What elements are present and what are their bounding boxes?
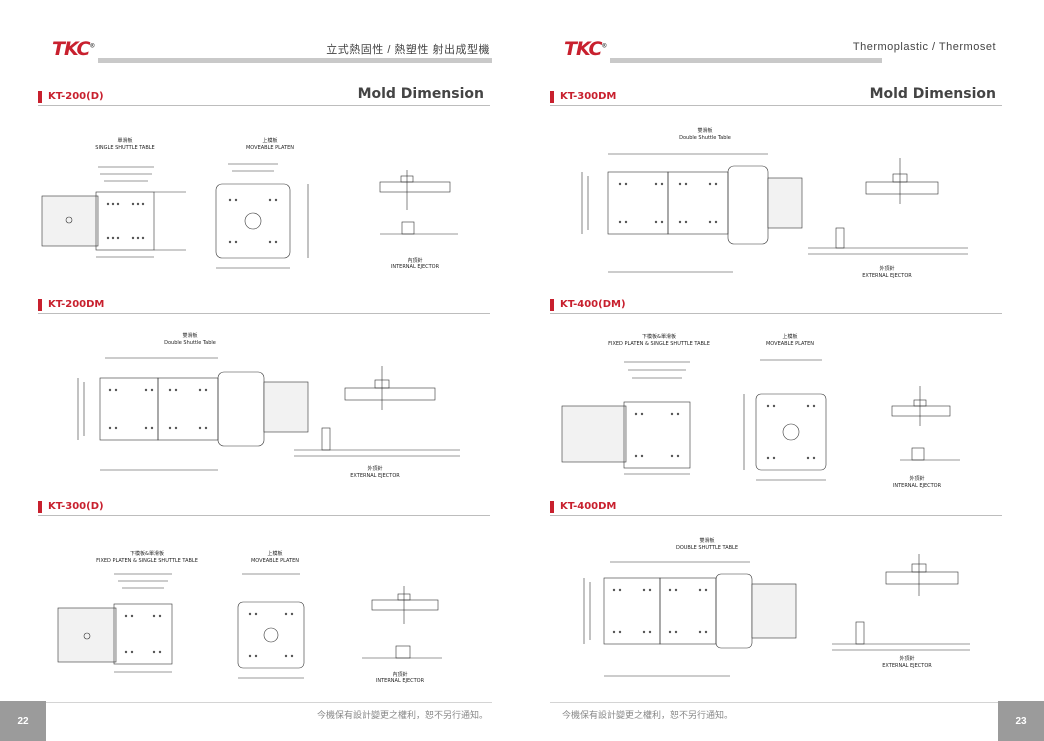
kt-200dm-drawing bbox=[77, 357, 460, 471]
kt-300d-drawing bbox=[57, 573, 442, 679]
page-left: TKC® 立式熱固性 / 熱塑性 射出成型機 KT-200(D) Mold Di… bbox=[0, 38, 492, 741]
caption-en: FIXED PLATEN & SINGLE SHUTTLE TABLE bbox=[96, 558, 198, 564]
caption-zh: 上模板 bbox=[262, 138, 278, 144]
caption-en: EXTERNAL EJECTOR bbox=[350, 473, 400, 479]
caption-zh: 下模板&單滑板 bbox=[130, 551, 164, 557]
section-kt-400dm-b: KT-400DM bbox=[550, 500, 1002, 516]
caption-en: MOVEABLE PLATEN bbox=[765, 341, 815, 347]
caption-en: INTERNAL EJECTOR bbox=[390, 264, 440, 270]
section-title: Mold Dimension bbox=[869, 86, 996, 102]
section-marker bbox=[38, 91, 42, 103]
caption-zh: 內頂針 bbox=[392, 672, 408, 678]
section-label: KT-300DM bbox=[560, 91, 617, 102]
caption-zh: 上模板 bbox=[782, 334, 798, 340]
page-right: TKC® Thermoplastic / Thermoset KT-300DM … bbox=[522, 0, 1044, 741]
section-kt-300d: KT-300(D) bbox=[38, 500, 490, 516]
footer-note: 今機保有設計變更之權利，恕不另行通知。 bbox=[562, 710, 734, 720]
caption-en: DOUBLE SHUTTLE TABLE bbox=[675, 545, 739, 551]
section-header: KT-200(D) Mold Dimension bbox=[38, 86, 490, 106]
caption-en: Double Shuttle Table bbox=[679, 135, 731, 141]
footer-divider bbox=[550, 702, 1000, 703]
section-kt-200dm: KT-200DM bbox=[38, 298, 490, 314]
page-number: 22 bbox=[0, 701, 46, 741]
header-bar bbox=[98, 58, 492, 63]
caption-en: SINGLE SHUTTLE TABLE bbox=[95, 145, 155, 151]
section-header: KT-200DM bbox=[38, 298, 490, 314]
caption-en: FIXED PLATEN & SINGLE SHUTTLE TABLE bbox=[608, 341, 710, 347]
footer-divider bbox=[46, 702, 492, 703]
caption-zh: 內頂針 bbox=[407, 258, 423, 264]
section-marker bbox=[38, 501, 42, 513]
section-label: KT-200DM bbox=[48, 299, 105, 310]
section-title: Mold Dimension bbox=[357, 86, 484, 102]
section-kt-200d: KT-200(D) Mold Dimension bbox=[38, 86, 490, 106]
section-header: KT-400DM bbox=[550, 500, 1002, 516]
tkc-logo: TKC® bbox=[52, 38, 95, 60]
section-label: KT-300(D) bbox=[48, 501, 104, 512]
section-label: KT-200(D) bbox=[48, 91, 104, 102]
caption-zh: 上模板 bbox=[267, 551, 283, 557]
section-header: KT-400(DM) bbox=[550, 298, 1002, 314]
footer-note: 今機保有設計變更之權利，恕不另行通知。 bbox=[316, 710, 488, 720]
kt-200d-drawing bbox=[41, 163, 458, 269]
caption-en: EXTERNAL EJECTOR bbox=[862, 273, 912, 279]
caption-zh: 外頂針 bbox=[909, 476, 925, 482]
caption-en: INTERNAL EJECTOR bbox=[375, 678, 425, 684]
header-bar bbox=[610, 58, 882, 63]
caption-zh: 雙滑板 bbox=[697, 128, 713, 134]
caption-en: INTERNAL EJECTOR bbox=[892, 483, 942, 489]
section-header: KT-300(D) bbox=[38, 500, 490, 516]
caption-zh: 下模板&單滑板 bbox=[642, 334, 676, 340]
section-header: KT-300DM Mold Dimension bbox=[550, 86, 1002, 106]
section-kt-300dm: KT-300DM Mold Dimension bbox=[550, 86, 1002, 106]
caption-zh: 單滑板 bbox=[117, 138, 133, 144]
section-marker bbox=[550, 501, 554, 513]
kt-400dm-drawing-b bbox=[583, 554, 970, 677]
caption-en: Double Shuttle Table bbox=[164, 340, 216, 346]
caption-en: EXTERNAL EJECTOR bbox=[882, 663, 932, 669]
section-marker bbox=[38, 299, 42, 311]
caption-zh: 外頂針 bbox=[367, 466, 383, 472]
header-title: 立式熱固性 / 熱塑性 射出成型機 bbox=[326, 44, 490, 56]
caption-zh: 外頂針 bbox=[899, 656, 915, 662]
section-marker bbox=[550, 299, 554, 311]
header-title: Thermoplastic / Thermoset bbox=[852, 41, 996, 53]
section-label: KT-400(DM) bbox=[560, 299, 626, 310]
caption-zh: 雙滑板 bbox=[699, 538, 715, 544]
page-number: 23 bbox=[998, 701, 1044, 741]
section-marker bbox=[550, 91, 554, 103]
kt-300dm-drawing bbox=[581, 153, 968, 273]
kt-400dm-drawing-a bbox=[561, 359, 960, 481]
caption-zh: 外頂針 bbox=[879, 266, 895, 272]
tkc-logo: TKC® bbox=[564, 38, 607, 60]
caption-en: MOVEABLE PLATEN bbox=[250, 558, 300, 564]
caption-en: MOVEABLE PLATEN bbox=[245, 145, 295, 151]
section-kt-400dm-a: KT-400(DM) bbox=[550, 298, 1002, 314]
caption-zh: 雙滑板 bbox=[182, 333, 198, 339]
section-label: KT-400DM bbox=[560, 501, 617, 512]
